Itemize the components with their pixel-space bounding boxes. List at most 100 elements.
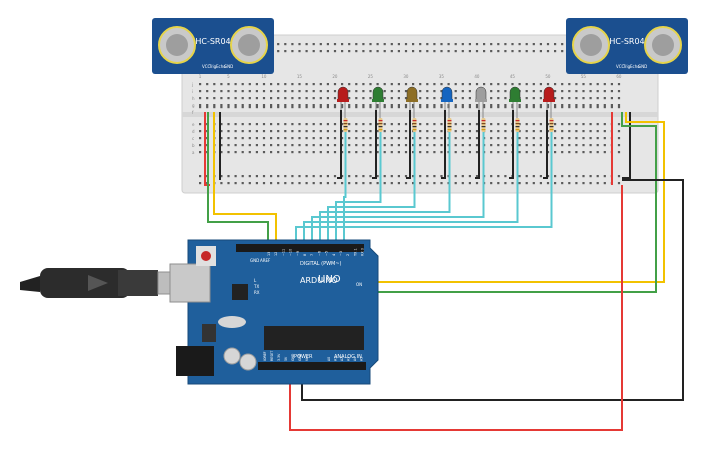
breadboard-hole — [468, 151, 471, 154]
breadboard-hole — [333, 144, 337, 147]
power-rail-hole — [461, 43, 464, 46]
breadboard-hole — [383, 83, 386, 86]
breadboard-hole — [348, 123, 351, 126]
breadboard-hole — [362, 83, 365, 86]
breadboard-hole — [255, 144, 258, 147]
wire-green-right[interactable] — [282, 112, 657, 293]
power-rail-hole — [333, 175, 337, 178]
wire-cyan-led[interactable] — [335, 132, 382, 246]
breadboard-hole — [291, 123, 294, 126]
wire-green-left-trig[interactable] — [207, 112, 269, 246]
breadboard-hole — [589, 144, 592, 147]
power-rail-hole — [390, 43, 393, 46]
power-rail-hole — [617, 182, 621, 185]
breadboard-hole — [341, 123, 344, 126]
power-rail-hole — [376, 50, 379, 53]
breadboard-hole — [554, 137, 557, 140]
breadboard-hole — [426, 123, 429, 126]
arduino-uno-board[interactable]: ARDUINO UNO DIGITAL (PWM~) POWER ANALOG … — [169, 239, 379, 385]
power-rail-hole — [554, 43, 557, 46]
breadboard-hole — [461, 130, 464, 133]
wire-cyan-led[interactable] — [295, 132, 553, 246]
breadboard-hole — [362, 90, 365, 93]
led-icon[interactable] — [475, 86, 487, 101]
breadboard-hole — [341, 137, 344, 140]
resistor-icon[interactable] — [343, 118, 348, 132]
led-icon[interactable] — [406, 86, 418, 101]
breadboard-hole — [475, 104, 479, 107]
breadboard-hole — [603, 123, 606, 126]
power-rail-hole — [539, 182, 542, 185]
resistor-band — [515, 123, 520, 125]
resistor-icon[interactable] — [515, 118, 520, 132]
resistor-icon[interactable] — [549, 118, 554, 132]
resistor-icon[interactable] — [412, 118, 417, 132]
breadboard-hole — [312, 106, 315, 109]
breadboard-hole — [255, 151, 258, 154]
wire-yellow-left-echo[interactable] — [213, 112, 277, 246]
power-rail-hole — [426, 182, 429, 185]
breadboard-hole — [475, 151, 479, 154]
column-number: 50 — [545, 74, 551, 79]
breadboard-hole — [248, 130, 251, 133]
wire-black-led-gnd[interactable] — [406, 110, 411, 179]
breadboard-hole — [440, 123, 443, 126]
breadboard-hole — [554, 83, 557, 86]
led-icon[interactable] — [441, 86, 453, 101]
resistor-icon[interactable] — [378, 118, 383, 132]
wire-black-right[interactable] — [622, 112, 631, 179]
breadboard-hole — [397, 123, 400, 126]
breadboard-hole — [561, 104, 564, 107]
wire-yellow-right[interactable] — [276, 112, 665, 283]
ultrasonic-sensor-left[interactable]: HC-SR04 VCC Trig Echo GND — [152, 18, 274, 74]
breadboard-hole — [539, 123, 542, 126]
wire-black-led-gnd[interactable] — [543, 110, 548, 179]
led-icon[interactable] — [509, 86, 521, 101]
power-rail-hole — [298, 182, 301, 185]
led-icon[interactable] — [337, 86, 349, 101]
breadboard-hole — [454, 123, 457, 126]
wire-black-led-gnd[interactable] — [372, 110, 377, 179]
resistor-band — [412, 123, 417, 125]
wire-red-5v[interactable] — [289, 185, 623, 431]
led-icon[interactable] — [372, 86, 384, 101]
wire-black-led-gnd[interactable] — [441, 110, 446, 179]
breadboard-hole — [298, 97, 301, 100]
breadboard-hole — [199, 97, 202, 100]
wire-black-led-gnd[interactable] — [509, 110, 514, 179]
led-icon[interactable] — [543, 86, 555, 101]
breadboard-hole — [355, 123, 358, 126]
breadboard-hole — [312, 104, 315, 107]
breadboard-hole — [404, 137, 408, 140]
breadboard-hole — [312, 151, 315, 154]
usb-cable[interactable] — [20, 268, 185, 298]
wire-black-led-gnd[interactable] — [337, 110, 342, 179]
wire-black-gnd[interactable] — [301, 179, 684, 401]
breadboard-hole — [369, 144, 372, 147]
breadboard-hole — [227, 90, 230, 93]
wire-cyan-led[interactable] — [303, 132, 519, 246]
breadboard-hole — [199, 130, 202, 133]
resistor-band — [378, 126, 383, 128]
breadboard-hole — [433, 151, 436, 154]
breadboard-hole — [312, 130, 315, 133]
power-rail-hole — [582, 175, 585, 178]
breadboard-hole — [582, 90, 585, 93]
resistor-icon[interactable] — [481, 118, 486, 132]
breadboard-hole — [397, 104, 400, 107]
breadboard-hole — [468, 137, 471, 140]
wire-cyan-led[interactable] — [319, 132, 451, 246]
ultrasonic-sensor-right[interactable]: HC-SR04 VCC Trig Echo GND — [566, 18, 688, 74]
power-rail-hole — [298, 50, 301, 53]
arduino-brand: ARDUINO — [300, 276, 338, 285]
wire-black-led-gnd[interactable] — [475, 110, 480, 179]
breadboard-hole — [539, 90, 542, 93]
resistor-icon[interactable] — [447, 118, 452, 132]
breadboard-hole — [341, 83, 344, 86]
wire-cyan-led[interactable] — [311, 132, 485, 246]
power-rail-hole — [397, 43, 400, 46]
power-rail-hole — [277, 50, 280, 53]
power-rail-hole — [483, 43, 486, 46]
power-rail-hole — [532, 175, 535, 178]
breadboard-hole — [213, 104, 216, 107]
